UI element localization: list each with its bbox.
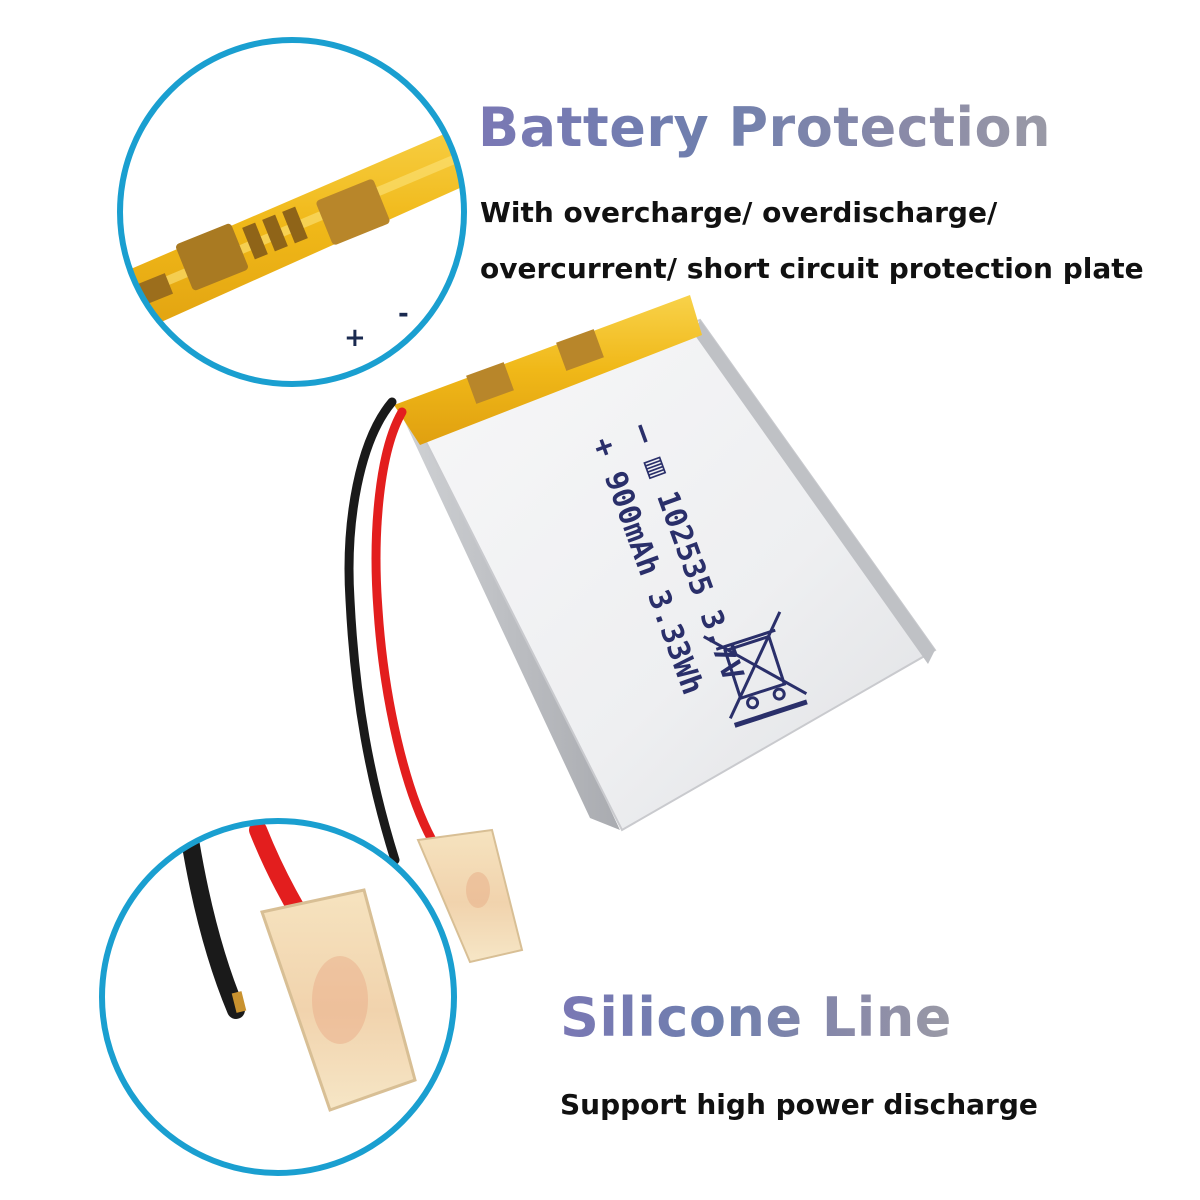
silicone-line-title: Silicone Line — [560, 986, 952, 1049]
battery-protection-desc-line1: With overcharge/ overdischarge/ — [480, 196, 998, 229]
battery-protection-desc-line2: overcurrent/ short circuit protection pl… — [480, 252, 1144, 285]
silicone-wire-zoom — [99, 818, 457, 1176]
protection-board-zoom: + - — [117, 37, 467, 387]
lead-wires — [344, 397, 437, 865]
silicone-line-desc: Support high power discharge — [560, 1088, 1038, 1121]
battery-protection-title: Battery Protection — [478, 96, 1052, 159]
zoom-plus-mark: + — [344, 323, 366, 353]
battery-cell: – ▥ 102535 3.7V + 900mAh 3.33Wh — [394, 295, 937, 832]
zoom-minus-mark: - — [398, 299, 409, 329]
weee-crossed-bin-icon — [703, 611, 808, 728]
terminal-tab — [416, 828, 524, 964]
